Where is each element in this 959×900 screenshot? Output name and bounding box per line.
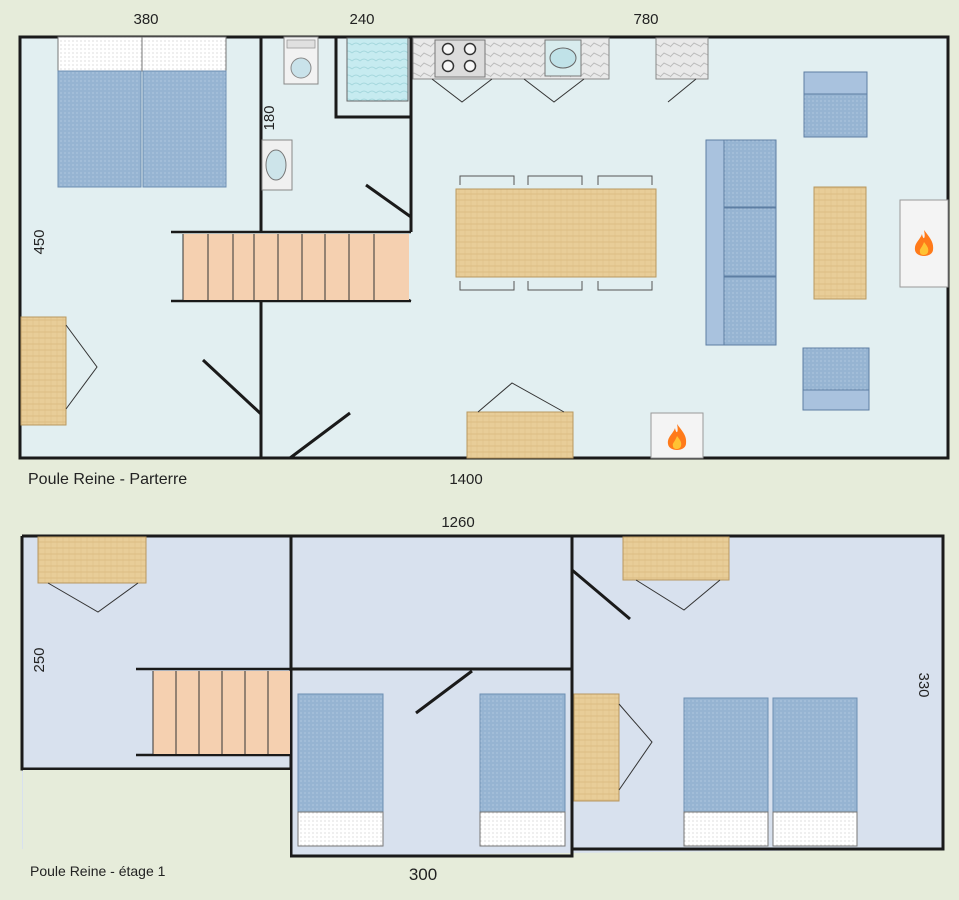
bathroom-door (365, 183, 412, 219)
sofa-icon (705, 139, 777, 346)
ground-floor: 380 240 780 450 180 1400 Poule Reine - P… (18, 11, 950, 488)
exterior-wall (20, 536, 291, 771)
dimension-label: 240 (349, 11, 374, 28)
entry-door (289, 411, 351, 460)
shower-icon (346, 37, 409, 102)
shower-wall (334, 37, 411, 119)
floor-caption: Poule Reine - étage 1 (30, 863, 166, 879)
dimension-label: 380 (133, 11, 158, 28)
stove-icon (434, 39, 486, 78)
toilet-icon (283, 36, 319, 85)
table-icon (455, 188, 657, 278)
cabinet-icon (466, 382, 574, 459)
bed-icon (683, 697, 858, 847)
exterior-wall (22, 534, 945, 851)
chair-icon (459, 175, 653, 291)
sink-icon (261, 139, 293, 191)
dimension-label: 450 (31, 229, 48, 254)
bed-icon (57, 36, 227, 188)
bed-icon (297, 693, 384, 847)
armchair-icon (803, 71, 868, 138)
kitchen-sink-icon (544, 39, 582, 77)
wardrobe-icon (37, 536, 147, 613)
fireplace-icon (650, 412, 704, 459)
wardrobe-icon (573, 693, 653, 802)
bed-icon (479, 693, 566, 847)
armchair-icon (802, 347, 870, 411)
stairs-icon (152, 671, 290, 754)
dimension-label: 1260 (441, 514, 474, 531)
upper-floor: 1260 250 330 300 Poule Reine - étage 1 (20, 514, 945, 898)
dimension-label: 1400 (449, 471, 482, 488)
fireplace-icon (899, 199, 949, 288)
stairs-icon (182, 234, 409, 300)
door-icon (415, 669, 473, 715)
wardrobe-icon (622, 536, 730, 611)
wardrobe-icon (20, 316, 98, 426)
dimension-label: 330 (915, 672, 932, 697)
fridge-icon (655, 37, 709, 103)
coffee-table-icon (813, 186, 867, 300)
dimension-label: 180 (261, 105, 278, 130)
door-icon (571, 568, 631, 621)
dimension-label: 780 (633, 11, 658, 28)
bedroom-door (201, 358, 263, 416)
dimension-label: 300 (409, 865, 437, 884)
floor-caption: Poule Reine - Parterre (28, 471, 187, 488)
dimension-label: 250 (31, 647, 48, 672)
kitchen-counter (412, 37, 610, 103)
